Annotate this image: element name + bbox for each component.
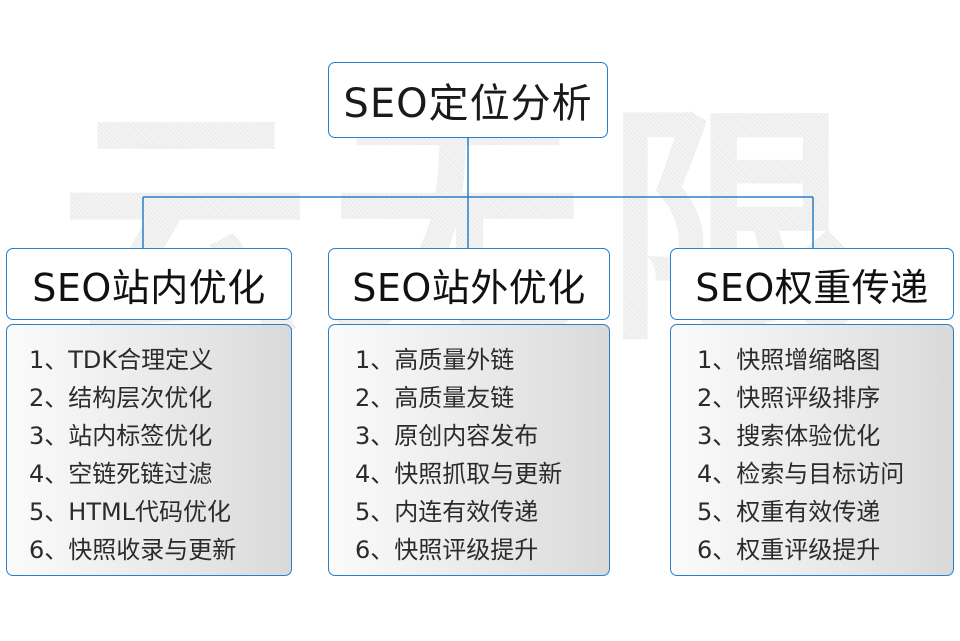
list-item: 3、站内标签优化 xyxy=(29,422,213,450)
branch-column-seo-onsite: SEO站内优化 1、TDK合理定义 2、结构层次优化 3、站内标签优化 4、空链… xyxy=(6,248,292,578)
list-item: 6、快照收录与更新 xyxy=(29,536,237,564)
list-item: 1、快照增缩略图 xyxy=(697,346,881,374)
list-item: 6、权重评级提升 xyxy=(697,536,881,564)
branch-list-seo-weight: 1、快照增缩略图 2、快照评级排序 3、搜索体验优化 4、检索与目标访问 5、权… xyxy=(670,324,954,576)
list-item: 4、空链死链过滤 xyxy=(29,460,213,488)
root-node-title: SEO定位分析 xyxy=(343,81,593,127)
list-item: 4、检索与目标访问 xyxy=(697,460,905,488)
list-item: 5、权重有效传递 xyxy=(697,498,881,526)
list-item: 5、HTML代码优化 xyxy=(29,498,232,526)
branch-header-label: SEO站内优化 xyxy=(32,265,266,310)
list-item: 3、原创内容发布 xyxy=(355,422,539,450)
branch-header-label: SEO站外优化 xyxy=(352,265,586,310)
branch-list-seo-onsite: 1、TDK合理定义 2、结构层次优化 3、站内标签优化 4、空链死链过滤 5、H… xyxy=(6,324,292,576)
list-item: 2、快照评级排序 xyxy=(697,384,881,412)
branch-header-seo-onsite[interactable]: SEO站内优化 xyxy=(6,248,292,320)
list-item: 2、结构层次优化 xyxy=(29,384,213,412)
branch-column-seo-weight: SEO权重传递 1、快照增缩略图 2、快照评级排序 3、搜索体验优化 4、检索与… xyxy=(670,248,954,578)
list-item: 1、TDK合理定义 xyxy=(29,346,214,374)
branch-list-seo-offsite: 1、高质量外链 2、高质量友链 3、原创内容发布 4、快照抓取与更新 5、内连有… xyxy=(328,324,610,576)
list-item: 1、高质量外链 xyxy=(355,346,515,374)
root-node[interactable]: SEO定位分析 xyxy=(328,62,608,138)
list-item: 2、高质量友链 xyxy=(355,384,515,412)
list-item: 3、搜索体验优化 xyxy=(697,422,881,450)
branch-column-seo-offsite: SEO站外优化 1、高质量外链 2、高质量友链 3、原创内容发布 4、快照抓取与… xyxy=(328,248,610,578)
branch-header-seo-weight[interactable]: SEO权重传递 xyxy=(670,248,954,320)
branch-header-seo-offsite[interactable]: SEO站外优化 xyxy=(328,248,610,320)
list-item: 4、快照抓取与更新 xyxy=(355,460,563,488)
list-item: 6、快照评级提升 xyxy=(355,536,539,564)
list-item: 5、内连有效传递 xyxy=(355,498,539,526)
branch-header-label: SEO权重传递 xyxy=(695,265,929,310)
